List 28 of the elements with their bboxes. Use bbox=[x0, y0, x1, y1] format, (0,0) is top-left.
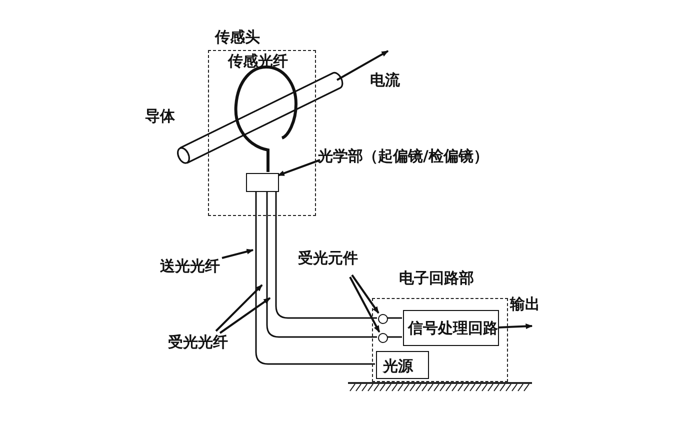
receive-fiber-label: 受光光纤 bbox=[168, 334, 228, 350]
leader-arrow bbox=[349, 276, 380, 333]
leader-arrow bbox=[277, 159, 320, 176]
current-label: 电流 bbox=[370, 72, 400, 88]
photodetector-circle bbox=[378, 333, 388, 343]
sensor-head-label: 传感头 bbox=[215, 29, 260, 46]
photodetector-circle bbox=[378, 314, 388, 324]
transmit-fiber-label: 送光光纤 bbox=[160, 258, 220, 274]
leader-arrow bbox=[351, 274, 380, 314]
box-label: 信号处理回路 bbox=[408, 320, 498, 336]
connector-line bbox=[387, 317, 402, 319]
leader-arrow bbox=[222, 248, 254, 259]
receiver-element-label: 受光元件 bbox=[298, 250, 358, 266]
optical-fiber bbox=[266, 191, 377, 338]
leader-arrow bbox=[215, 284, 263, 332]
optical-unit-label: 光学部（起偏镜/检偏镜） bbox=[318, 148, 488, 164]
optical-unit-box bbox=[246, 173, 279, 192]
light-source-box bbox=[376, 351, 429, 379]
connector-line bbox=[387, 336, 402, 338]
leader-arrow bbox=[219, 297, 271, 334]
conductor-label: 导体 bbox=[145, 108, 175, 124]
signal-processing-box bbox=[403, 310, 499, 346]
electronic-circuit-label: 电子回路部 bbox=[399, 270, 474, 286]
box-label: 光源 bbox=[383, 358, 413, 374]
edge-label: 输出 bbox=[510, 296, 540, 312]
output-arrow bbox=[498, 323, 533, 330]
optical-fiber bbox=[255, 191, 375, 365]
optical-fiber bbox=[275, 191, 377, 319]
